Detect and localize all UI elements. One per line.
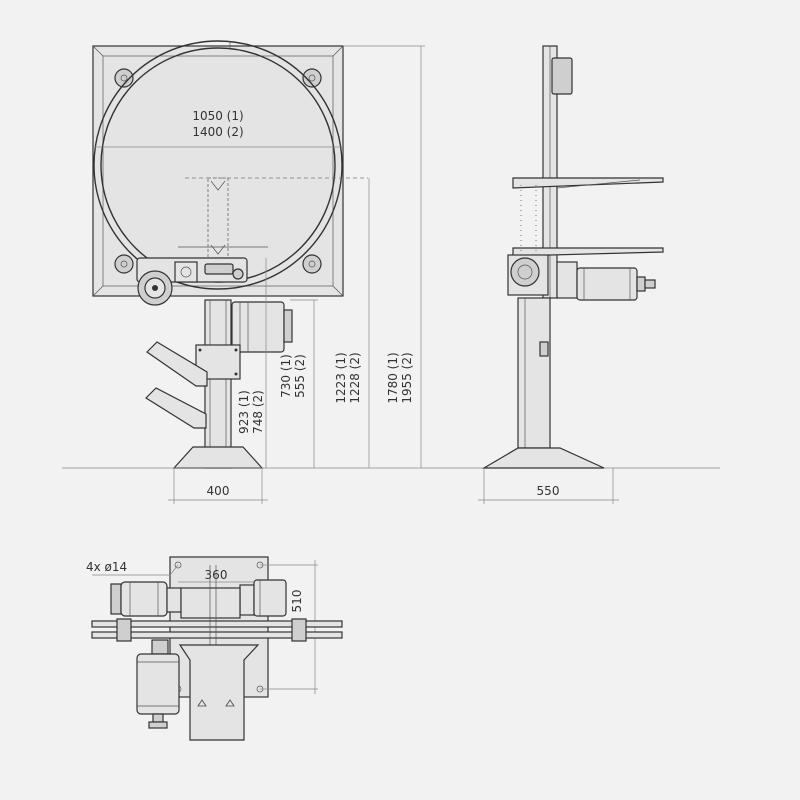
top-view: 4x ø14 360 510: [86, 556, 343, 741]
dim-a-label-2: 748 (2): [251, 390, 265, 434]
side-table-upper: [512, 177, 664, 189]
dim-c-label-1: 1223 (1): [334, 352, 348, 403]
corner-clamp-tl: [114, 68, 134, 88]
top-column-head: [180, 587, 241, 619]
side-table-lower: [512, 247, 664, 257]
rail-lower: [91, 631, 343, 639]
top-motor-left: [110, 581, 182, 617]
column: [204, 299, 232, 469]
dim-a-label-1: 923 (1): [237, 390, 251, 434]
front-base: [172, 446, 264, 469]
dim-b-label-2: 555 (2): [293, 354, 307, 398]
dim-c-label-2: 1228 (2): [348, 352, 362, 403]
top-base-housing: [178, 644, 260, 741]
ring-diameter-label-2: 1400 (2): [192, 125, 243, 139]
top-motor-right: [239, 579, 287, 617]
ring-diameter-label-1: 1050 (1): [192, 109, 243, 123]
corner-clamp-bl: [114, 254, 134, 274]
base-width-label: 400: [207, 484, 230, 498]
carriage-unit: [136, 257, 248, 306]
holes-label: 4x ø14: [86, 560, 127, 574]
base-depth-label: 550: [537, 484, 560, 498]
column-motor: [231, 301, 293, 353]
side-column: [517, 297, 551, 449]
side-base: [481, 447, 605, 469]
hole-spacing-y-label: 510: [290, 590, 304, 613]
top-motor-bottom: [136, 639, 180, 729]
front-view: 1050 (1) 1400 (2): [62, 40, 720, 504]
support-arm-upper: [146, 341, 208, 387]
corner-clamp-tr: [302, 68, 322, 88]
side-view: 550: [478, 45, 664, 504]
dim-d-label-2: 1955 (2): [400, 352, 414, 403]
side-motor: [556, 261, 656, 301]
support-arm-lower: [145, 387, 207, 429]
rail-upper: [91, 620, 343, 628]
rotating-ring: [93, 40, 343, 290]
dim-b-label-1: 730 (1): [279, 354, 293, 398]
corner-clamp-br: [302, 254, 322, 274]
dim-d-label-1: 1780 (1): [386, 352, 400, 403]
